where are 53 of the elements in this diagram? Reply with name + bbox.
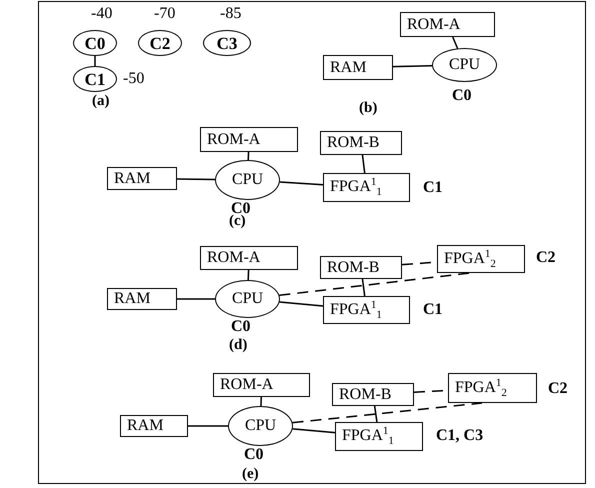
node-annotation: -85	[220, 6, 242, 22]
rectangle-node: ROM-A	[213, 373, 310, 397]
panel-label: (a)	[92, 94, 110, 109]
panel-label: (b)	[359, 101, 378, 116]
node-annotation: C2	[536, 250, 556, 266]
node-annotation: C1	[423, 302, 443, 318]
ellipse-node: C2	[138, 30, 182, 56]
connector-line	[362, 154, 366, 174]
connector-line	[248, 152, 250, 160]
rectangle-node: ROM-B	[320, 131, 402, 155]
rectangle-node: RAM	[120, 415, 188, 437]
panel-label: (e)	[242, 467, 259, 482]
connector-line	[260, 396, 262, 406]
ellipse-node: CPU	[215, 280, 280, 318]
ellipse-node: C0	[73, 30, 117, 56]
ellipse-node: CPU	[215, 160, 280, 200]
rectangle-node: RAM	[107, 167, 177, 190]
ellipse-node: CPU	[432, 48, 497, 82]
rectangle-node: ROM-B	[320, 256, 402, 279]
panel-label: (d)	[229, 338, 248, 353]
connector-line	[247, 270, 250, 280]
ellipse-node: C3	[203, 30, 251, 56]
node-annotation: C0	[244, 447, 264, 463]
connector-line	[374, 406, 378, 422]
ellipse-node: CPU	[228, 406, 293, 446]
connector-line	[188, 425, 228, 427]
connector-line	[362, 278, 366, 296]
connector-line	[280, 181, 324, 186]
node-annotation: C1	[423, 180, 443, 196]
connector-line	[177, 298, 215, 300]
ellipse-node: C1	[73, 66, 117, 92]
connector-line	[392, 65, 432, 68]
rectangle-node: RAM	[323, 55, 393, 80]
node-annotation: -50	[123, 71, 144, 87]
connector-line	[176, 178, 216, 180]
dashed-connector	[279, 272, 470, 296]
node-annotation: -70	[154, 6, 176, 22]
panel-label: (c)	[229, 214, 246, 229]
dashed-connector	[292, 402, 482, 424]
connector-line	[292, 428, 336, 434]
rectangle-node: RAM	[107, 288, 177, 310]
rectangle-node: ROM-B	[332, 383, 414, 406]
node-annotation: C1, C3	[436, 428, 484, 444]
rectangle-node: ROM-A	[200, 127, 298, 152]
node-annotation: C0	[452, 88, 472, 104]
connector-line	[452, 36, 458, 49]
connector-line	[280, 301, 324, 307]
node-annotation: C0	[231, 319, 251, 335]
rectangle-node: ROM-A	[200, 246, 298, 270]
rectangle-node: ROM-A	[400, 12, 495, 37]
connector-line	[94, 56, 96, 66]
node-annotation: -40	[91, 6, 112, 22]
node-annotation: C2	[548, 381, 568, 397]
